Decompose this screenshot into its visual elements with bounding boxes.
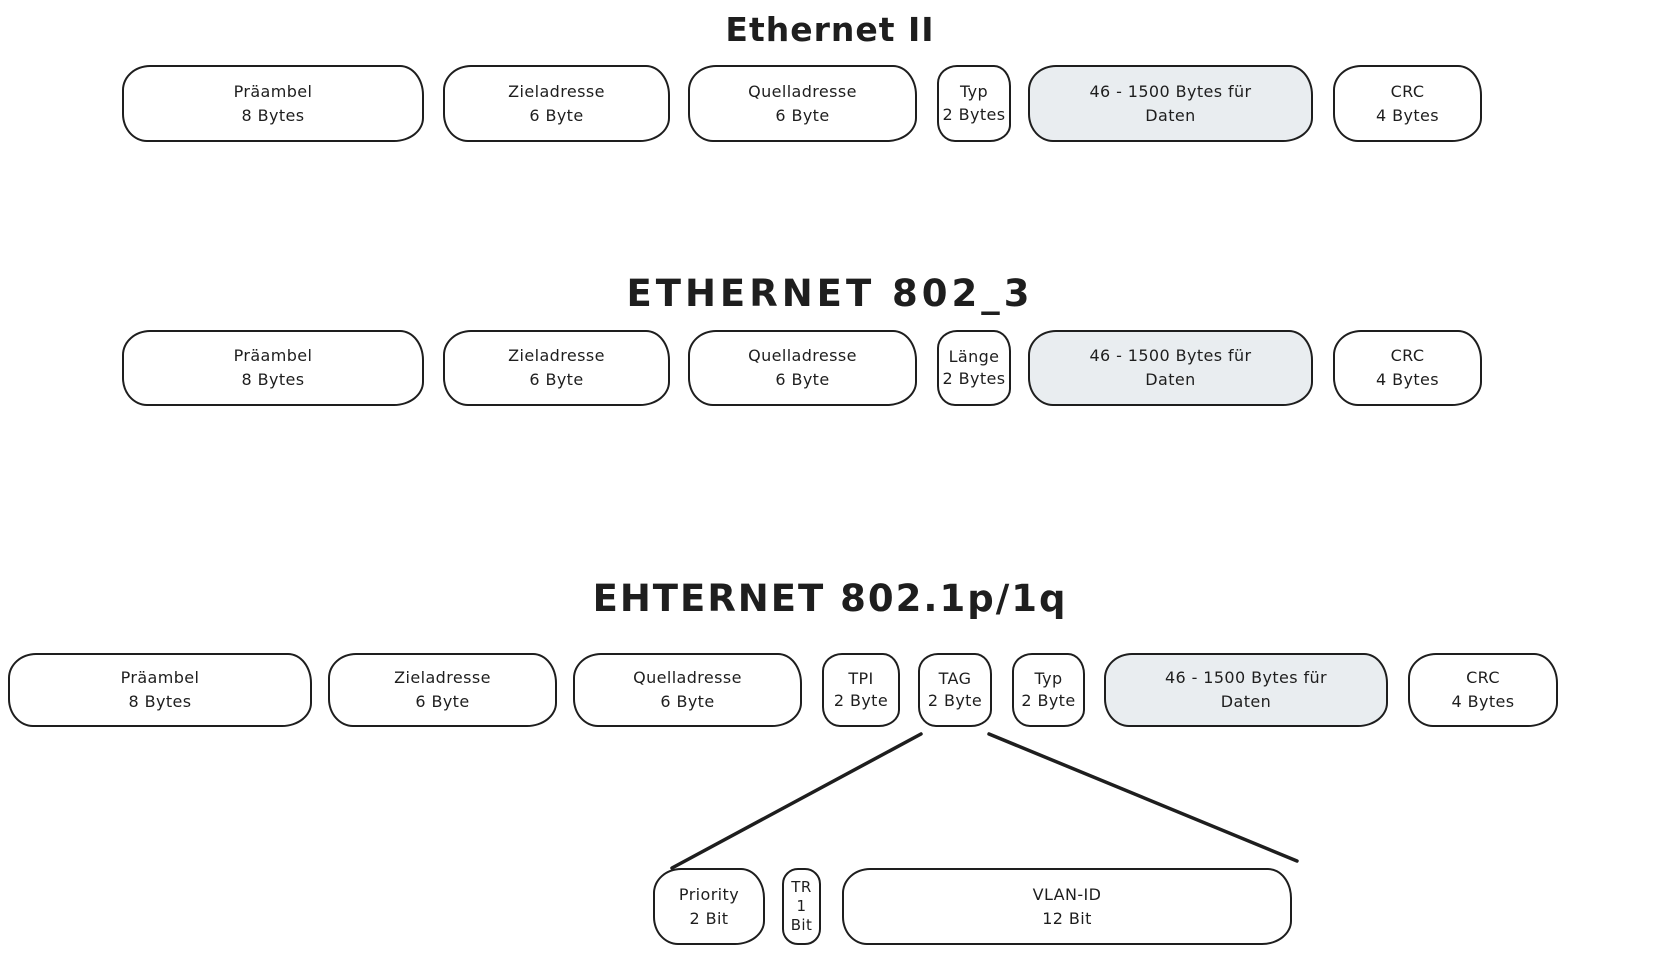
field-label: Quelladresse [748, 81, 857, 101]
diagram-title-ethernet-802-3: ETHERNET 802_3 [626, 272, 1034, 315]
field-label: Länge [948, 346, 1000, 366]
field-label: TPI [848, 668, 874, 688]
field-size: 2 Bytes [942, 369, 1006, 388]
field-label: TAG [938, 668, 972, 688]
field-tag-vlanid: VLAN-ID 12 Bit [842, 868, 1292, 945]
field-label: 46 - 1500 Bytes für [1089, 346, 1252, 365]
field-label: Zieladresse [508, 81, 605, 101]
field-size-unit: Bit [790, 915, 813, 934]
field-size: 8 Bytes [241, 370, 305, 389]
field-label: Präambel [233, 81, 313, 101]
field-size: 4 Bytes [1376, 105, 1439, 125]
field-label: Priority [678, 884, 740, 904]
field-8021-typ: Typ 2 Byte [1012, 653, 1085, 727]
field-label: TR [791, 878, 812, 897]
diagram-title-ethernet-802-1pq: EHTERNET 802.1p/1q [592, 577, 1068, 620]
field-label: Quelladresse [633, 668, 742, 687]
field-8021-crc: CRC 4 Bytes [1408, 653, 1558, 727]
field-8023-laenge: Länge 2 Bytes [937, 330, 1011, 406]
field-size: 6 Byte [415, 692, 470, 711]
field-size: 2 Bytes [942, 104, 1006, 124]
field-eth2-typ: Typ 2 Bytes [937, 65, 1011, 142]
field-eth2-crc: CRC 4 Bytes [1333, 65, 1482, 142]
field-8021-quelladresse: Quelladresse 6 Byte [573, 653, 802, 727]
field-size: 4 Bytes [1451, 692, 1515, 711]
field-label: Präambel [120, 668, 200, 687]
field-label: VLAN-ID [1032, 884, 1102, 904]
field-tag-tr: TR 1 Bit [782, 868, 821, 945]
field-size: 6 Byte [529, 105, 584, 125]
field-size: 1 [796, 897, 807, 916]
field-eth2-zieladresse: Zieladresse 6 Byte [443, 65, 670, 142]
tag-connector-right-line [987, 732, 1299, 863]
field-label: Typ [1034, 668, 1063, 688]
field-size: 6 Byte [775, 105, 830, 125]
field-label: Zieladresse [508, 346, 605, 365]
field-label: CRC [1390, 346, 1425, 365]
field-size: 4 Bytes [1376, 370, 1439, 389]
field-eth2-daten: 46 - 1500 Bytes für Daten [1028, 65, 1313, 142]
field-8021-praeambel: Präambel 8 Bytes [8, 653, 312, 727]
field-size: 2 Bit [689, 908, 729, 928]
field-8023-crc: CRC 4 Bytes [1333, 330, 1482, 406]
field-eth2-praeambel: Präambel 8 Bytes [122, 65, 424, 142]
field-label: 46 - 1500 Bytes für [1089, 81, 1252, 101]
field-label: CRC [1390, 81, 1425, 101]
field-eth2-quelladresse: Quelladresse 6 Byte [688, 65, 917, 142]
field-size: 12 Bit [1042, 908, 1092, 928]
field-8023-quelladresse: Quelladresse 6 Byte [688, 330, 917, 406]
diagram-title-ethernet-2: Ethernet II [725, 10, 935, 49]
field-label: 46 - 1500 Bytes für [1164, 668, 1328, 687]
field-label: Quelladresse [748, 346, 857, 365]
field-size: 8 Bytes [241, 105, 305, 125]
field-size: Daten [1145, 105, 1196, 125]
tag-connector-left-line [670, 732, 923, 870]
field-size: 6 Byte [775, 370, 830, 389]
field-size: 2 Byte [1021, 691, 1076, 710]
field-label: Zieladresse [394, 668, 491, 687]
field-size: 6 Byte [660, 692, 715, 711]
field-size: 8 Bytes [128, 692, 192, 711]
field-8021-tag: TAG 2 Byte [918, 653, 992, 727]
field-label: Präambel [233, 346, 313, 365]
field-8023-praeambel: Präambel 8 Bytes [122, 330, 424, 406]
field-size: Daten [1220, 692, 1272, 711]
field-8021-tpi: TPI 2 Byte [822, 653, 900, 727]
field-8021-zieladresse: Zieladresse 6 Byte [328, 653, 557, 727]
field-size: 2 Byte [927, 691, 983, 710]
field-size: 2 Byte [833, 691, 889, 710]
field-8023-daten: 46 - 1500 Bytes für Daten [1028, 330, 1313, 406]
field-label: CRC [1466, 668, 1500, 687]
field-size: 6 Byte [529, 370, 584, 389]
field-tag-priority: Priority 2 Bit [653, 868, 765, 945]
field-label: Typ [959, 82, 989, 102]
field-8023-zieladresse: Zieladresse 6 Byte [443, 330, 670, 406]
field-size: Daten [1145, 370, 1196, 389]
field-8021-daten: 46 - 1500 Bytes für Daten [1104, 653, 1388, 727]
